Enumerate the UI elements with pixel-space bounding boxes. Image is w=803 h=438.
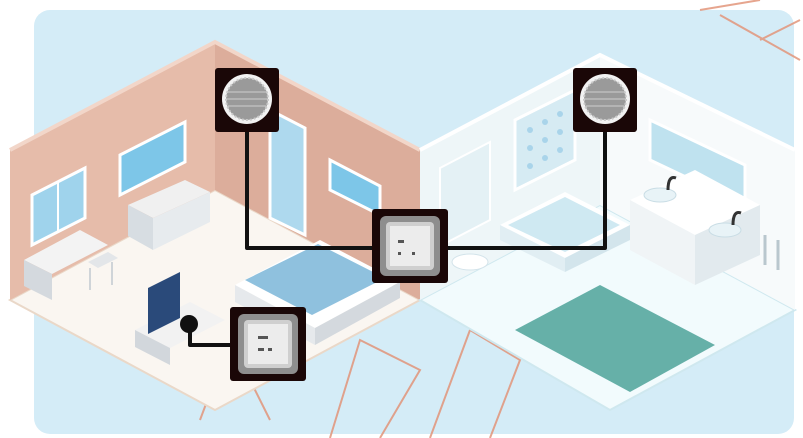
ceiling-speaker-icon: [215, 68, 279, 132]
ceiling-speaker-icon: [573, 68, 637, 132]
source-wall-panel-icon: [230, 307, 306, 381]
amplifier-wall-panel-icon: [372, 209, 448, 283]
connector-dot-icon: [180, 315, 198, 333]
